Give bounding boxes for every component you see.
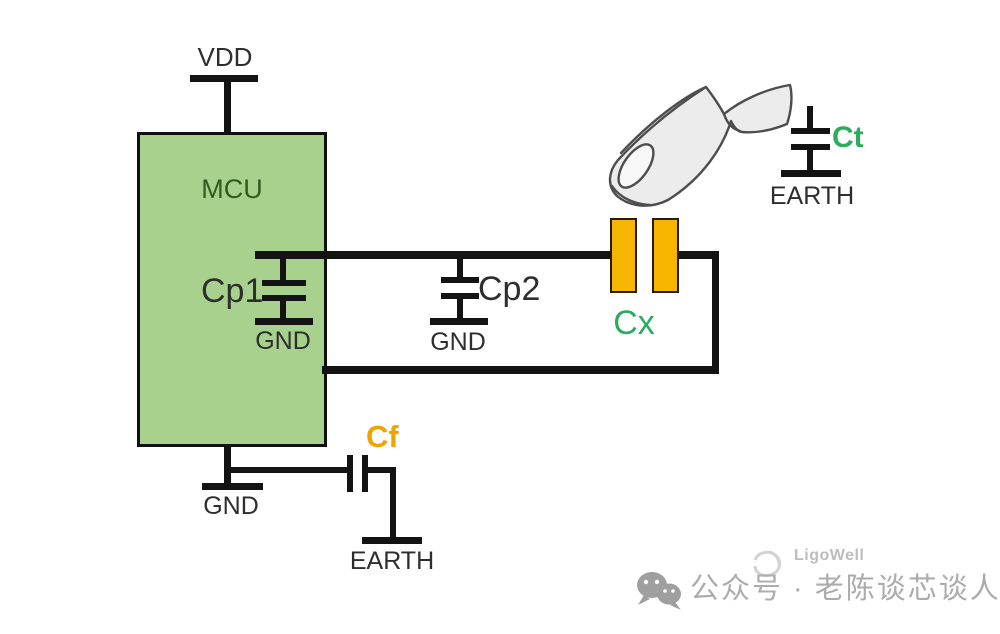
cf-label: Cf <box>366 419 399 454</box>
cp1-gnd-bar <box>255 318 313 325</box>
mcu-box <box>137 132 327 447</box>
right-riser-wire <box>712 251 719 373</box>
ct-earth-bar <box>781 170 841 177</box>
cx-electrode-right <box>652 218 679 293</box>
mcu-gnd-bar <box>202 483 263 490</box>
vdd-label: VDD <box>197 42 253 72</box>
cp2-label: Cp2 <box>478 270 541 308</box>
cp1-label: Cp1 <box>201 272 264 310</box>
ct-label: Ct <box>832 121 864 154</box>
bottom-return-wire <box>322 366 719 374</box>
top-signal-wire-left <box>255 251 610 259</box>
cp2-gnd-label: GND <box>430 328 486 356</box>
vdd-stem-wire <box>224 81 231 135</box>
top-signal-wire-right <box>679 251 719 259</box>
watermark-brand: LigoWell <box>794 547 865 564</box>
ct-earth-label: EARTH <box>769 182 855 210</box>
cx-electrode-left <box>610 218 637 293</box>
vdd-rail-bar <box>190 75 258 82</box>
mcu-gnd-stem <box>224 444 231 490</box>
cf-earth-bar <box>362 537 422 544</box>
watermark-account: 公众号 · 老陈谈芯谈人 <box>690 573 1000 605</box>
mcu-label: MCU <box>201 174 263 204</box>
cx-label: Cx <box>613 304 655 342</box>
mcu-gnd-label: GND <box>203 492 259 520</box>
cp1-gnd-label: GND <box>255 327 311 355</box>
cf-earth-label: EARTH <box>349 547 435 575</box>
cp2-gnd-bar <box>430 318 488 325</box>
